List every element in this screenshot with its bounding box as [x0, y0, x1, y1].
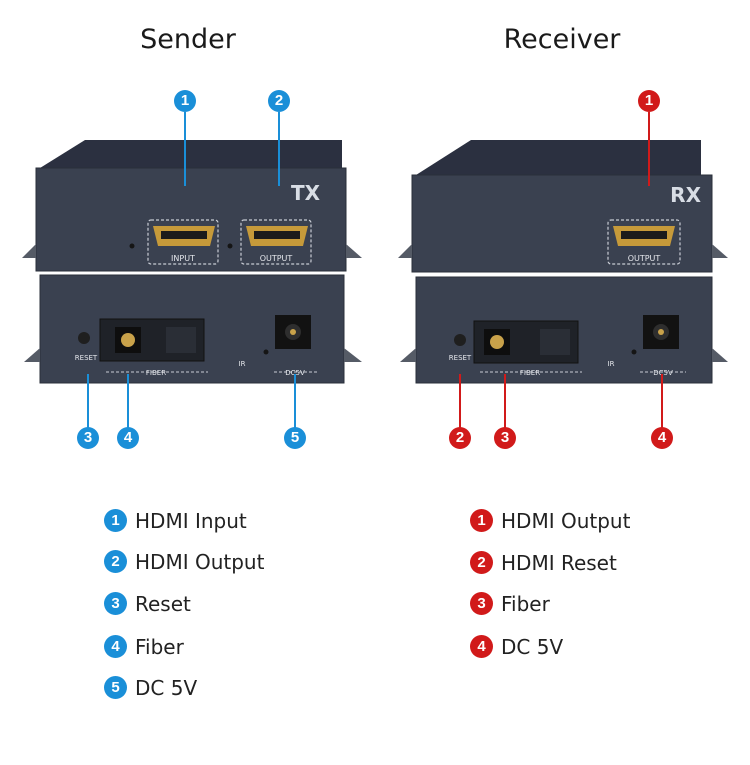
leader-line-4 — [661, 374, 663, 429]
legend-marker: 2 — [470, 551, 493, 574]
leader-line-1 — [648, 112, 650, 186]
marker-1: 1 — [174, 90, 196, 112]
marker-3: 3 — [494, 427, 516, 449]
hdmi-input-port: INPUT — [147, 219, 219, 265]
legend-marker: 3 — [104, 592, 127, 615]
hdmi-output-port: OUTPUT — [607, 219, 681, 265]
marker-4: 4 — [117, 427, 139, 449]
sender-device: TX INPUT OUTPUT RESET FIBER IR DC5V — [22, 140, 362, 384]
legend-marker: 2 — [104, 550, 127, 573]
leader-line-1 — [184, 112, 186, 186]
output-port-label: OUTPUT — [628, 254, 661, 263]
legend-label: Reset — [135, 592, 191, 616]
legend-label: Fiber — [501, 592, 550, 616]
dc-power-port: DC5V — [631, 315, 686, 377]
legend-label: DC 5V — [135, 676, 198, 700]
dc5v-label: DC5V — [653, 369, 673, 377]
tx-label: TX — [291, 181, 321, 205]
fiber-label: FIBER — [520, 369, 540, 377]
leader-line-2 — [278, 112, 280, 186]
leader-line-3 — [87, 374, 89, 429]
sender-title: Sender — [140, 24, 236, 55]
input-port-label: INPUT — [171, 254, 195, 263]
fiber-port: FIBER — [473, 320, 582, 377]
reset-button — [454, 334, 466, 346]
output-port-label: OUTPUT — [260, 254, 293, 263]
dc-power-port: DC5V — [263, 315, 318, 377]
fiber-label: FIBER — [146, 369, 166, 377]
reset-label: RESET — [75, 354, 98, 362]
marker-1: 1 — [638, 90, 660, 112]
legend-label: Fiber — [135, 635, 184, 659]
reset-button — [78, 332, 90, 344]
legend-marker: 4 — [470, 635, 493, 658]
hdmi-output-port: OUTPUT — [240, 219, 312, 265]
legend-label: HDMI Output — [135, 550, 265, 574]
legend-marker: 4 — [104, 635, 127, 658]
rx-label: RX — [670, 183, 701, 207]
marker-3: 3 — [77, 427, 99, 449]
legend-marker: 1 — [104, 509, 127, 532]
marker-2: 2 — [449, 427, 471, 449]
legend-marker: 3 — [470, 592, 493, 615]
leader-line-2 — [459, 374, 461, 429]
fiber-port: FIBER — [99, 318, 208, 377]
ir-label: IR — [608, 360, 615, 368]
ir-label: IR — [239, 360, 246, 368]
legend-label: HDMI Reset — [501, 551, 617, 575]
leader-line-3 — [504, 374, 506, 429]
marker-5: 5 — [284, 427, 306, 449]
legend-marker: 1 — [470, 509, 493, 532]
legend-marker: 5 — [104, 676, 127, 699]
receiver-title: Receiver — [503, 24, 621, 55]
legend-label: HDMI Input — [135, 509, 247, 533]
dc5v-label: DC5V — [285, 369, 305, 377]
marker-2: 2 — [268, 90, 290, 112]
legend-label: DC 5V — [501, 635, 564, 659]
reset-label: RESET — [449, 354, 472, 362]
leader-line-4 — [127, 374, 129, 429]
receiver-device: RX OUTPUT RESET FIBER IR DC5V — [398, 140, 728, 384]
legend-label: HDMI Output — [501, 509, 631, 533]
marker-4: 4 — [651, 427, 673, 449]
leader-line-5 — [294, 374, 296, 429]
